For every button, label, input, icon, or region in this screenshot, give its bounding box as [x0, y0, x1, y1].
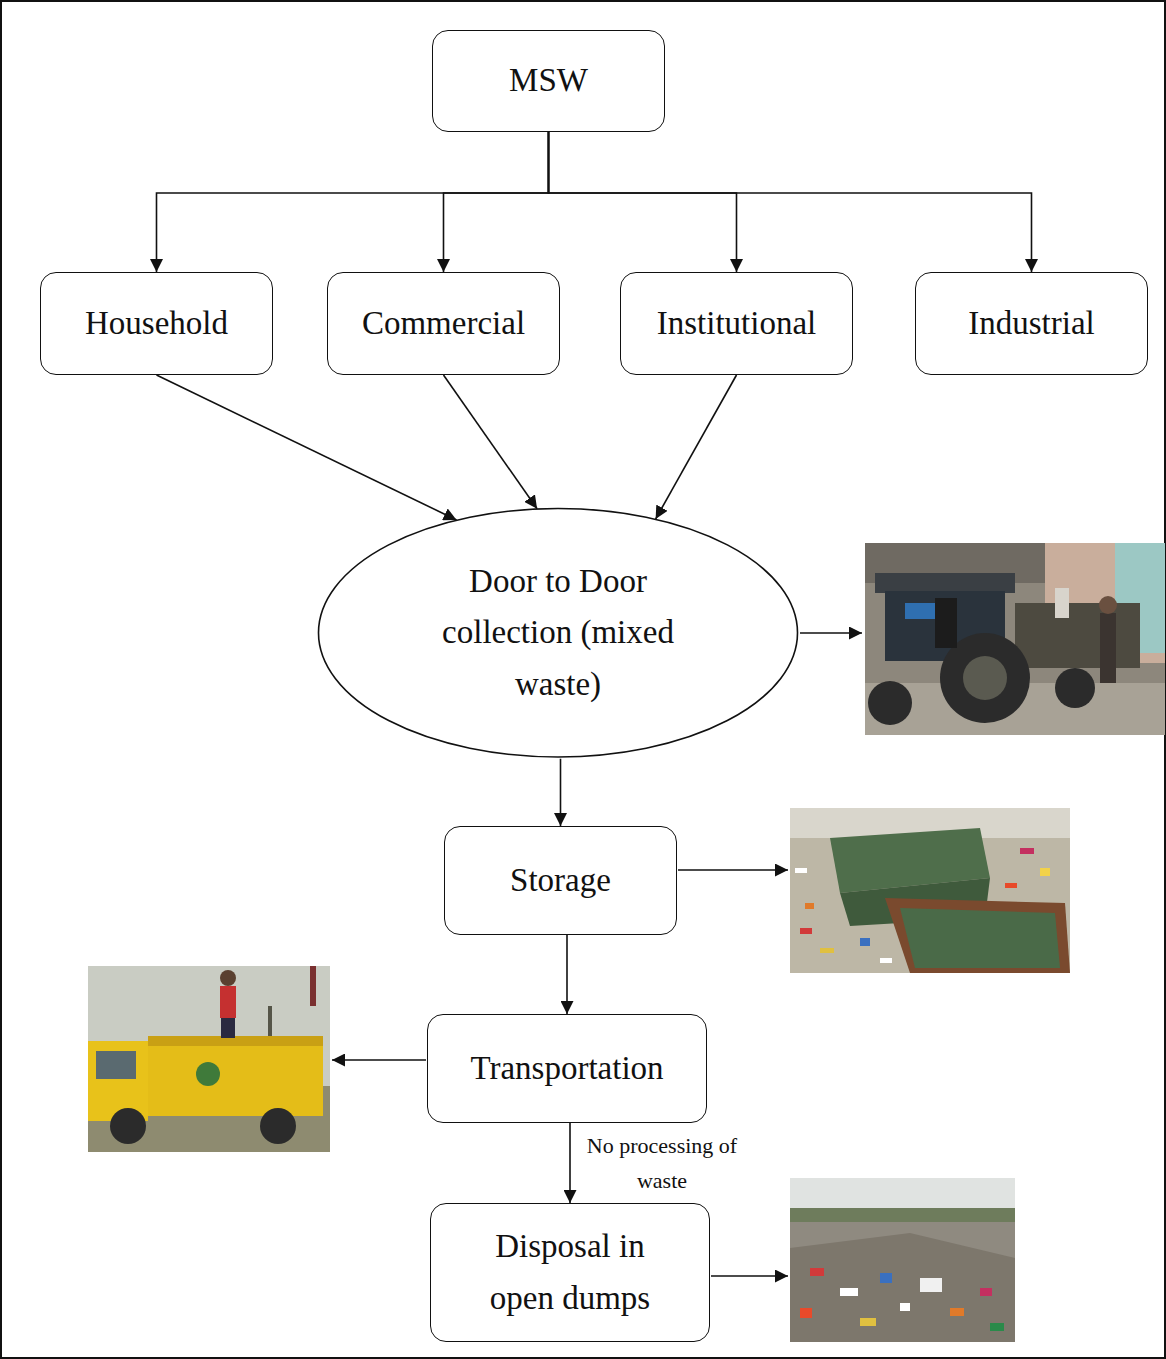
open-dump-photo-part	[790, 1208, 1015, 1222]
tractor-photo	[865, 543, 1165, 735]
storage-bin-photo-part	[880, 958, 892, 963]
storage-bin-photo-part	[900, 908, 1060, 968]
flow-arrow	[549, 132, 1032, 272]
process-box: Commercial	[327, 272, 560, 375]
tractor-photo-part	[865, 543, 1165, 735]
open-dump-photo-part	[900, 1303, 910, 1311]
tractor-photo-part	[905, 603, 935, 619]
truck-photo-part	[96, 1051, 136, 1079]
process-box: Transportation	[427, 1014, 707, 1123]
storage-bin-photo-part	[790, 808, 1070, 973]
storage-bin-photo-part	[795, 868, 807, 873]
storage-bin-photo-part	[885, 898, 1070, 973]
storage-bin-photo-part	[860, 938, 870, 946]
process-box: Disposal in open dumps	[430, 1203, 710, 1342]
open-dump-photo-part	[840, 1288, 858, 1296]
open-dump-photo	[790, 1178, 1015, 1342]
ellipse-outline	[319, 509, 798, 757]
process-box: Institutional	[620, 272, 853, 375]
flow-arrow	[444, 132, 549, 272]
node-text: Transportation	[470, 1043, 663, 1094]
process-box: Industrial	[915, 272, 1148, 375]
process-box: MSW	[432, 30, 665, 132]
open-dump-photo-part	[810, 1268, 824, 1276]
tractor-photo-part	[1055, 588, 1069, 618]
open-dump-photo-part	[800, 1308, 812, 1318]
truck-photo-part	[88, 1041, 148, 1121]
storage-bin-photo-part	[1005, 883, 1017, 888]
flow-arrow	[560, 759, 562, 826]
tractor-photo-part	[963, 656, 1007, 700]
truck-photo-part	[148, 1036, 323, 1046]
tractor-photo-part	[1015, 603, 1140, 668]
truck-photo-part	[260, 1108, 296, 1144]
truck-photo-part	[220, 986, 236, 1018]
edge-label: No processing of waste	[578, 1128, 746, 1198]
open-dump-photo-part	[950, 1308, 964, 1316]
truck-photo-part	[88, 966, 330, 1152]
photo-pointer-arrows-part	[332, 1059, 426, 1061]
flow-arrow	[157, 375, 457, 520]
flow-arrow	[444, 375, 538, 509]
storage-bin-photo	[790, 808, 1070, 973]
node-text: Door to Door collection (mixed waste)	[427, 556, 689, 709]
open-dump-photo-part	[920, 1278, 942, 1292]
storage-bin-photo-part	[820, 948, 834, 953]
photo-pointer-arrows-part	[800, 632, 862, 634]
tractor-photo-part	[1055, 668, 1095, 708]
open-dump-photo-part	[980, 1288, 992, 1296]
open-dump-photo-part	[790, 1233, 1015, 1342]
storage-bin-photo-part	[1020, 848, 1034, 854]
truck-photo-part	[196, 1062, 220, 1086]
tractor-photo-part	[1100, 613, 1116, 683]
process-box: Household	[40, 272, 273, 375]
flow-arrow	[157, 132, 549, 272]
open-dump-photo-part	[880, 1273, 892, 1283]
node-text: MSW	[509, 55, 588, 106]
edge-label-box: No processing of waste	[578, 1128, 746, 1198]
open-dump-photo-part	[990, 1323, 1004, 1331]
photo-pointer-arrows-part	[711, 1275, 788, 1277]
node-text: Household	[85, 298, 228, 349]
truck-photo-part	[110, 1108, 146, 1144]
storage-bin-photo-part	[1040, 868, 1050, 876]
truck-photo-part	[220, 970, 236, 986]
truck-photo	[88, 966, 330, 1152]
storage-bin-photo-part	[800, 928, 812, 934]
node-text: Industrial	[968, 298, 1094, 349]
node-text: Storage	[510, 855, 611, 906]
collection-ellipse: Door to Door collection (mixed waste)	[317, 507, 799, 758]
flow-arrow	[549, 132, 737, 272]
flow-arrow	[566, 935, 568, 1014]
flow-arrow	[656, 375, 737, 519]
storage-bin-photo-part	[805, 903, 814, 909]
tractor-photo-part	[935, 598, 957, 648]
tractor-photo-part	[868, 681, 912, 725]
open-dump-photo-part	[790, 1222, 1015, 1342]
node-text: Commercial	[362, 298, 525, 349]
process-box: Storage	[444, 826, 677, 935]
photo-pointer-arrows-part	[678, 869, 788, 871]
node-text: Institutional	[657, 298, 817, 349]
open-dump-photo-part	[860, 1318, 876, 1326]
node-text: Disposal in open dumps	[468, 1221, 673, 1323]
tractor-photo-part	[1099, 596, 1117, 614]
truck-photo-part	[148, 1036, 323, 1116]
truck-photo-part	[221, 1018, 235, 1038]
open-dump-photo-part	[790, 1178, 1015, 1342]
flow-arrow	[569, 1123, 571, 1203]
truck-photo-part	[310, 966, 316, 1006]
tractor-photo-part	[875, 573, 1015, 593]
